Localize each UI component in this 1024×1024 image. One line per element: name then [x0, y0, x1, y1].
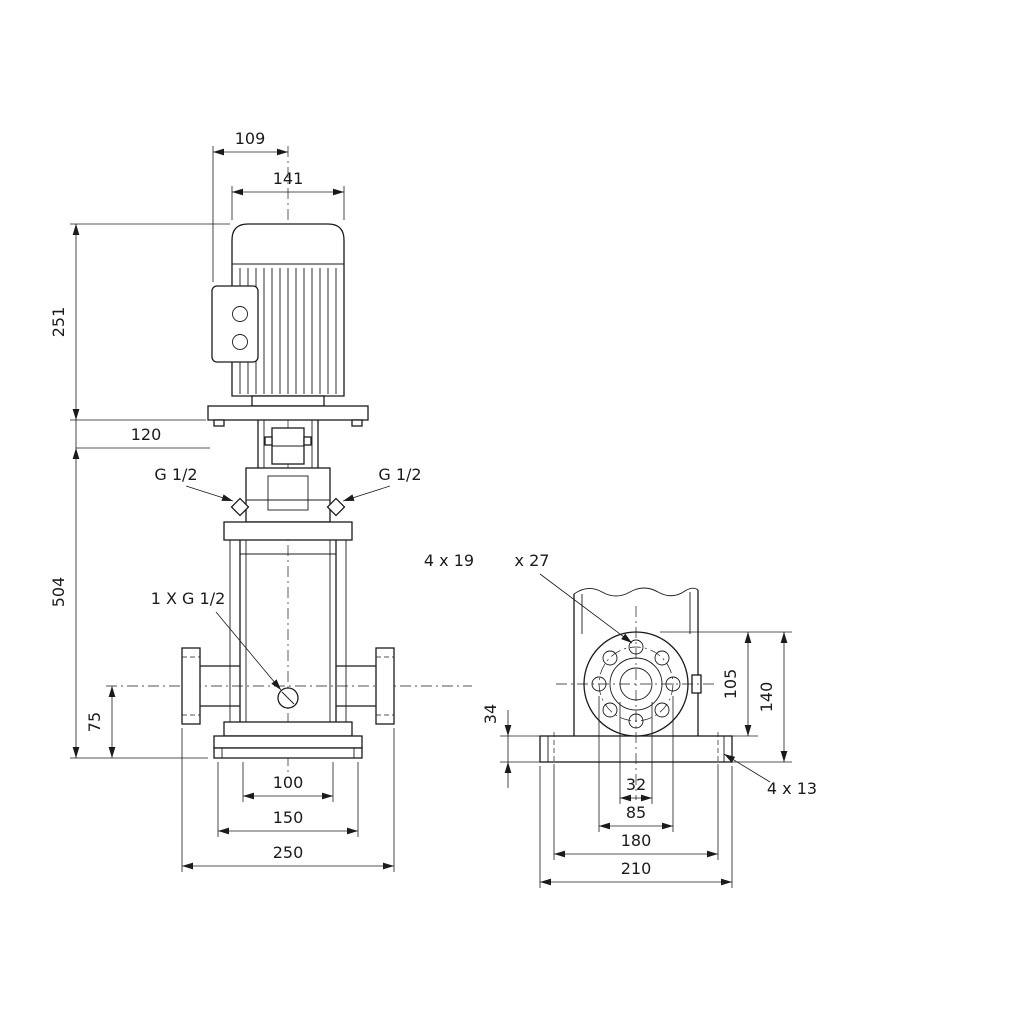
chamber-stack	[223, 521, 353, 737]
stack-top-plate	[223, 521, 353, 541]
coupling-section	[257, 420, 319, 468]
motor	[207, 223, 369, 427]
flange-holes-label: 4 x 19	[424, 551, 474, 570]
drain-port-label: 1 X G 1/2	[151, 589, 226, 608]
terminal-box	[211, 285, 259, 363]
side-chamber	[573, 587, 699, 736]
front-view: 109 141 251 120 504 75 1	[49, 129, 472, 872]
dim-210-label: 210	[621, 859, 652, 878]
plug-left-label: G 1/2	[154, 465, 197, 484]
motor-neck	[251, 395, 325, 407]
flange-side-tab	[691, 674, 702, 694]
stack-bottom-plate	[223, 721, 353, 737]
dim-251-label: 251	[49, 307, 68, 338]
dim-140-label: 140	[757, 682, 776, 713]
motor-fins	[239, 268, 337, 394]
dim-100-label: 100	[273, 773, 304, 792]
front-dimensions: 109 141 251 120 504 75 1	[49, 129, 422, 872]
dim-120-label: 120	[131, 425, 162, 444]
dim-250-label: 250	[273, 843, 304, 862]
pump-head	[230, 467, 346, 523]
plug-left	[230, 497, 250, 517]
dim-105-label: 105	[721, 669, 740, 700]
dim-85-label: 85	[626, 803, 646, 822]
side-view: 4 x 19 x 27 34 105 140 32	[424, 551, 817, 888]
dim-150-label: 150	[273, 808, 304, 827]
dim-180-label: 180	[621, 831, 652, 850]
plug-right-label: G 1/2	[378, 465, 421, 484]
base-holes-label: 4 x 13	[767, 779, 817, 798]
base-front	[213, 735, 363, 759]
flange-counterbore-label: x 27	[515, 551, 550, 570]
break-line	[573, 587, 699, 597]
dim-34-label: 34	[481, 704, 500, 724]
motor-flange-plate	[207, 405, 369, 421]
dim-141-label: 141	[273, 169, 304, 188]
side-dimensions: 4 x 19 x 27 34 105 140 32	[424, 551, 817, 888]
dim-32-label: 32	[626, 775, 646, 794]
plug-right	[326, 497, 346, 517]
dim-504-label: 504	[49, 577, 68, 608]
discharge-flange	[336, 647, 395, 725]
suction-flange	[181, 647, 240, 725]
dim-109-label: 109	[235, 129, 266, 148]
dim-75-label: 75	[85, 712, 104, 732]
